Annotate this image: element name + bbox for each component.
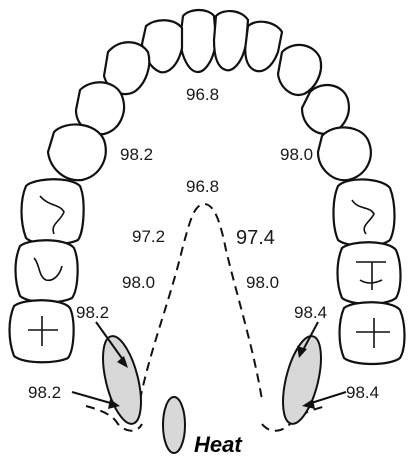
tooth-premolar-left-2 <box>48 124 106 180</box>
temp-label-lower-mid-left: 98.0 <box>122 273 155 292</box>
gland-left <box>96 332 149 427</box>
heat-caption: Heat <box>194 432 243 457</box>
temp-label-gland-right-upper: 98.4 <box>294 303 327 322</box>
temp-label-mid-right: 97.4 <box>236 227 275 249</box>
temp-label-upper-right: 98.0 <box>280 145 313 164</box>
temp-label-mid-left: 97.2 <box>132 227 165 246</box>
temp-label-center: 96.8 <box>186 177 219 196</box>
tooth-molar-right-2 <box>338 242 401 304</box>
temp-label-gland-left-upper: 98.2 <box>76 303 109 322</box>
tooth-molar-right-3 <box>340 302 405 364</box>
temp-label-top: 96.8 <box>186 85 219 104</box>
tooth-incisor-right-central <box>214 11 248 70</box>
temp-label-gland-right-lower: 98.4 <box>346 383 379 402</box>
gland-center <box>163 397 185 453</box>
temp-label-upper-left: 98.2 <box>120 145 153 164</box>
temp-label-gland-left-lower: 98.2 <box>28 383 61 402</box>
tooth-premolar-right-2 <box>318 127 371 180</box>
tooth-molar-left-1 <box>22 179 84 244</box>
tooth-incisor-left-central <box>180 10 216 72</box>
arrow-left-lower <box>72 392 114 404</box>
gland-right <box>276 332 329 427</box>
tooth-molar-right-1 <box>334 179 395 246</box>
tooth-incisor-right-lateral <box>245 22 282 71</box>
tooth-molar-left-2 <box>16 240 78 302</box>
temp-label-lower-mid-right: 98.0 <box>246 273 279 292</box>
